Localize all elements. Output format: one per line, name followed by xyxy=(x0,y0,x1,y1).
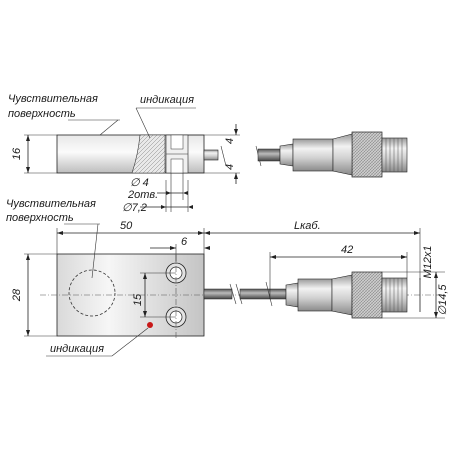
label-sensitive-1-top: Чувствительная xyxy=(8,93,98,105)
connector-nut-front xyxy=(351,271,383,319)
dim-connector-length: 42 xyxy=(341,244,353,256)
dim-holes-count: 2отв. xyxy=(127,189,158,201)
label-sensitive-2-top: поверхность xyxy=(8,108,76,120)
connector-body-front xyxy=(285,282,299,308)
front-view: 50 6 Lкаб. 42 M12x1 ∅14,5 28 xyxy=(6,198,449,357)
dim-hole: ∅ 4 xyxy=(130,177,149,189)
cable-gland-front xyxy=(203,288,233,300)
label-indication-top: индикация xyxy=(140,94,194,106)
dim-cable-length: Lкаб. xyxy=(294,220,321,232)
dim-thread: M12x1 xyxy=(422,245,434,278)
dim-width: 50 xyxy=(120,220,133,232)
dim-4-top: 4 xyxy=(224,138,236,144)
dim-height-front: 28 xyxy=(11,288,23,302)
dim-4-bottom: 4 xyxy=(224,164,236,170)
dim-connector-diameter: ∅14,5 xyxy=(437,284,449,316)
connector-body xyxy=(279,143,294,167)
section-hatch xyxy=(131,134,166,174)
cable-front xyxy=(239,288,271,300)
connector-nut xyxy=(351,131,383,178)
dim-hole-offset: 6 xyxy=(181,236,188,248)
led-indicator xyxy=(147,322,153,328)
dim-counterbore: ∅7,2 xyxy=(122,202,147,214)
label-sensitive-2-front: поверхность xyxy=(6,212,74,224)
sensing-area xyxy=(68,269,116,317)
cable-gland xyxy=(203,149,219,161)
label-sensitive-1-front: Чувствительная xyxy=(6,198,96,210)
dim-height-top: 16 xyxy=(11,147,23,160)
top-view: 16 4 4 Чувствительная поверхность индика… xyxy=(8,93,408,214)
cable xyxy=(257,148,281,162)
dim-hole-spacing: 15 xyxy=(132,293,144,306)
label-indication-front: индикация xyxy=(50,343,104,355)
